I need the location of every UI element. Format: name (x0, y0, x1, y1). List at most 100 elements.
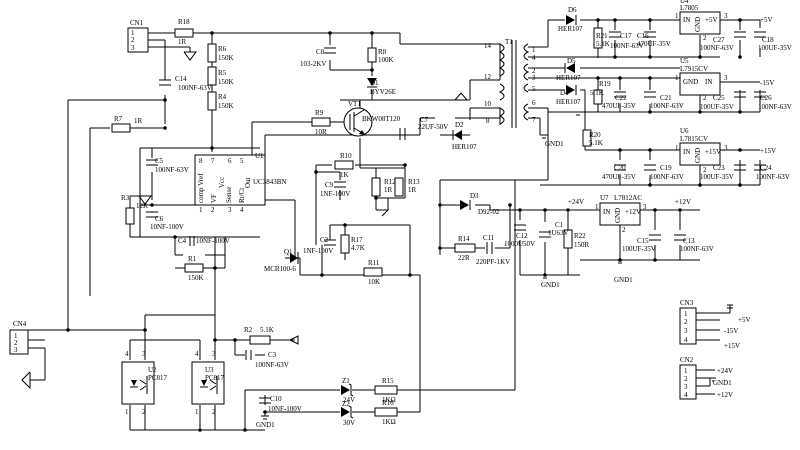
c16-value: 470UF-35V (637, 40, 671, 48)
r9-label: R9 (315, 109, 324, 117)
capacitor-c19 (644, 164, 656, 171)
q1-label: Q1 (284, 248, 293, 256)
resistor-r17: R17 4.7K (340, 234, 365, 254)
cn4-pin-3: 3 (14, 346, 18, 354)
cn3-label: CN3 (680, 299, 694, 307)
cn3-pin-2: 2 (684, 318, 688, 326)
r7-label: R7 (114, 115, 123, 123)
resistor-r4: R4 150K (207, 91, 234, 111)
r3-label: R3 (121, 194, 130, 202)
r8-value: 100K (378, 56, 394, 64)
resistor-r15: R15 1KΩ (374, 377, 398, 404)
u7-out: +12V (625, 208, 641, 216)
c17-value: 100NF-63V (610, 42, 644, 50)
u6-pin-2: 2 (703, 166, 707, 174)
resistor-r19: R19 5.1K (590, 80, 611, 105)
r14-value: 22R (458, 254, 470, 262)
resistor-r3: R3 12K (121, 194, 148, 225)
r11-label: R11 (368, 259, 380, 267)
r5-value: 150K (218, 78, 234, 86)
c12-label: C12 (516, 232, 528, 240)
u1-pin-5: 5 (240, 157, 244, 165)
capacitor-c7 (399, 128, 406, 140)
u5-part: L7915CV (680, 65, 708, 73)
capacitor-c17 (609, 31, 621, 38)
c1-value: 1U63V (548, 229, 569, 237)
u6-in: IN (683, 148, 690, 156)
u1-pin-name-6: Out (244, 177, 252, 188)
u7-in: IN (603, 208, 610, 216)
d6-label: D6 (568, 6, 577, 14)
r4-label: R4 (218, 93, 227, 101)
resistor-r9: R9 10R (311, 109, 331, 136)
ground-symbols (21, 51, 733, 420)
r8-label: R8 (378, 48, 387, 56)
rail-minus15: -15V (760, 79, 774, 87)
resistor-r6: R6 150K (207, 43, 234, 63)
c5-value: 100NF-63V (155, 166, 189, 174)
c2-label: C2 (320, 236, 329, 244)
t1-pin-7: 7 (532, 116, 536, 124)
resistor-r12: R12 1R (371, 177, 396, 197)
rail-plus24: +24V (568, 198, 584, 206)
u1-pin-name-7: Vcc (218, 177, 226, 188)
r19-label: R19 (599, 80, 611, 88)
transformer-t1: T1 14 12 10 8 1 4 2 3 5 6 7 (484, 38, 536, 128)
ic-u1: U1 UC3843BN 8 7 6 5 1 2 3 4 comp Vref VF… (194, 152, 286, 214)
u7-pin-3: 3 (643, 203, 647, 211)
capacitor-c4 (189, 236, 195, 246)
u2-part: PC817 (148, 374, 168, 382)
r13-label: R13 (408, 178, 420, 186)
c13-label: C13 (683, 237, 695, 245)
capacitor-c14 (159, 79, 171, 86)
connector-cn2: CN2 1 2 3 4 +24V GND1 +12V (679, 356, 733, 400)
d5-label: D5 (567, 57, 576, 65)
diode-d4 (566, 85, 577, 95)
cn2-label: CN2 (680, 356, 694, 364)
u1-pin-7: 7 (211, 157, 215, 165)
c17-label: C17 (620, 32, 632, 40)
diode-d1 (367, 78, 377, 88)
c9-label: C9 (325, 181, 334, 189)
connector-cn4: CN4 1 2 3 (9, 320, 29, 355)
c7-label: C7 (420, 116, 429, 124)
regulator-u7: U7 L7812AC IN +12V 1 3 2 GND (595, 194, 647, 234)
t1-pin-4: 4 (532, 54, 536, 62)
c26-label: C26 (760, 94, 772, 102)
u5-in: IN (705, 78, 712, 86)
r10-value: 1K (340, 171, 349, 179)
u6-pin-1: 1 (675, 144, 679, 152)
u1-label: U1 (255, 152, 264, 160)
u4-part: L7805 (680, 4, 699, 12)
z2-value: 30V (343, 419, 355, 427)
c21-value: 100NF-63V (650, 102, 684, 110)
c5-label: C5 (155, 157, 164, 165)
c2-value: 1NF-100V (303, 247, 333, 255)
t1-pin-5: 5 (532, 85, 536, 93)
u3-part: PC817 (205, 374, 225, 382)
cn2-pin-2: 2 (684, 375, 688, 383)
u1-pin-name-4: Rt/Ct (238, 188, 246, 203)
u5-pin-3: 3 (724, 74, 728, 82)
cn1-label: CN1 (130, 19, 144, 27)
resistor-r20: R20 5.1K (582, 129, 603, 147)
connector-cn3: CN3 1 2 3 4 +5V -15V +15V (679, 299, 751, 350)
r16-value: 1KΩ (382, 418, 396, 426)
u1-part: UC3843BN (253, 178, 286, 186)
c8-value: 103-2KV (300, 60, 326, 68)
capacitor-c24 (754, 164, 766, 171)
d1-label: D1 (370, 79, 379, 87)
u3-pin-1: 1 (195, 408, 199, 416)
r22-value: 150R (574, 241, 590, 249)
c1-label: C1 (555, 221, 564, 229)
capacitor-c21 (644, 91, 656, 98)
u4-label: U4 (680, 0, 689, 5)
u1-pin-name-2: VF (210, 194, 218, 203)
c12-value: 1000U50V (504, 240, 535, 248)
c20-value: 470UF-35V (602, 173, 636, 181)
r17-label: R17 (351, 236, 363, 244)
scr-q1 (290, 252, 299, 264)
u4-pin-3: 3 (724, 12, 728, 20)
capacitor-c27 (734, 31, 746, 38)
u5-gnd: GND (683, 78, 698, 86)
